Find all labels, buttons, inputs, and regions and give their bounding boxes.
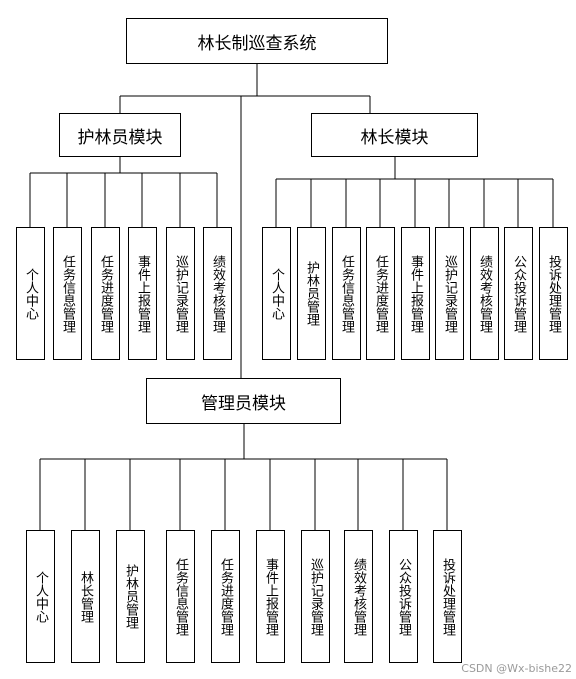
chief-module: 林长模块 <box>311 113 478 157</box>
ranger-item: 任务信息管理 <box>53 227 82 360</box>
admin-item: 个人中心 <box>26 530 55 663</box>
chief-item: 投诉处理管理 <box>539 227 568 360</box>
ranger-item: 个人中心 <box>16 227 45 360</box>
admin-module: 管理员模块 <box>146 378 341 424</box>
admin-item: 事件上报管理 <box>256 530 285 663</box>
chief-item: 任务信息管理 <box>332 227 361 360</box>
admin-item: 任务进度管理 <box>211 530 240 663</box>
admin-item: 任务信息管理 <box>166 530 195 663</box>
admin-item: 护林员管理 <box>116 530 145 663</box>
ranger-item: 任务进度管理 <box>91 227 120 360</box>
chief-item: 个人中心 <box>262 227 291 360</box>
admin-item: 公众投诉管理 <box>389 530 418 663</box>
watermark-text: CSDN @Wx-bishe22 <box>461 662 572 675</box>
system-title: 林长制巡查系统 <box>126 18 388 64</box>
ranger-item: 绩效考核管理 <box>203 227 232 360</box>
ranger-item: 事件上报管理 <box>128 227 157 360</box>
chief-item: 公众投诉管理 <box>504 227 533 360</box>
chief-item: 任务进度管理 <box>366 227 395 360</box>
admin-item: 巡护记录管理 <box>301 530 330 663</box>
chief-item: 护林员管理 <box>297 227 326 360</box>
admin-item: 投诉处理管理 <box>433 530 462 663</box>
ranger-item: 巡护记录管理 <box>166 227 195 360</box>
chief-item: 巡护记录管理 <box>435 227 464 360</box>
chief-item: 绩效考核管理 <box>470 227 499 360</box>
chief-item: 事件上报管理 <box>401 227 430 360</box>
admin-item: 林长管理 <box>71 530 100 663</box>
ranger-module: 护林员模块 <box>59 113 181 157</box>
admin-item: 绩效考核管理 <box>344 530 373 663</box>
